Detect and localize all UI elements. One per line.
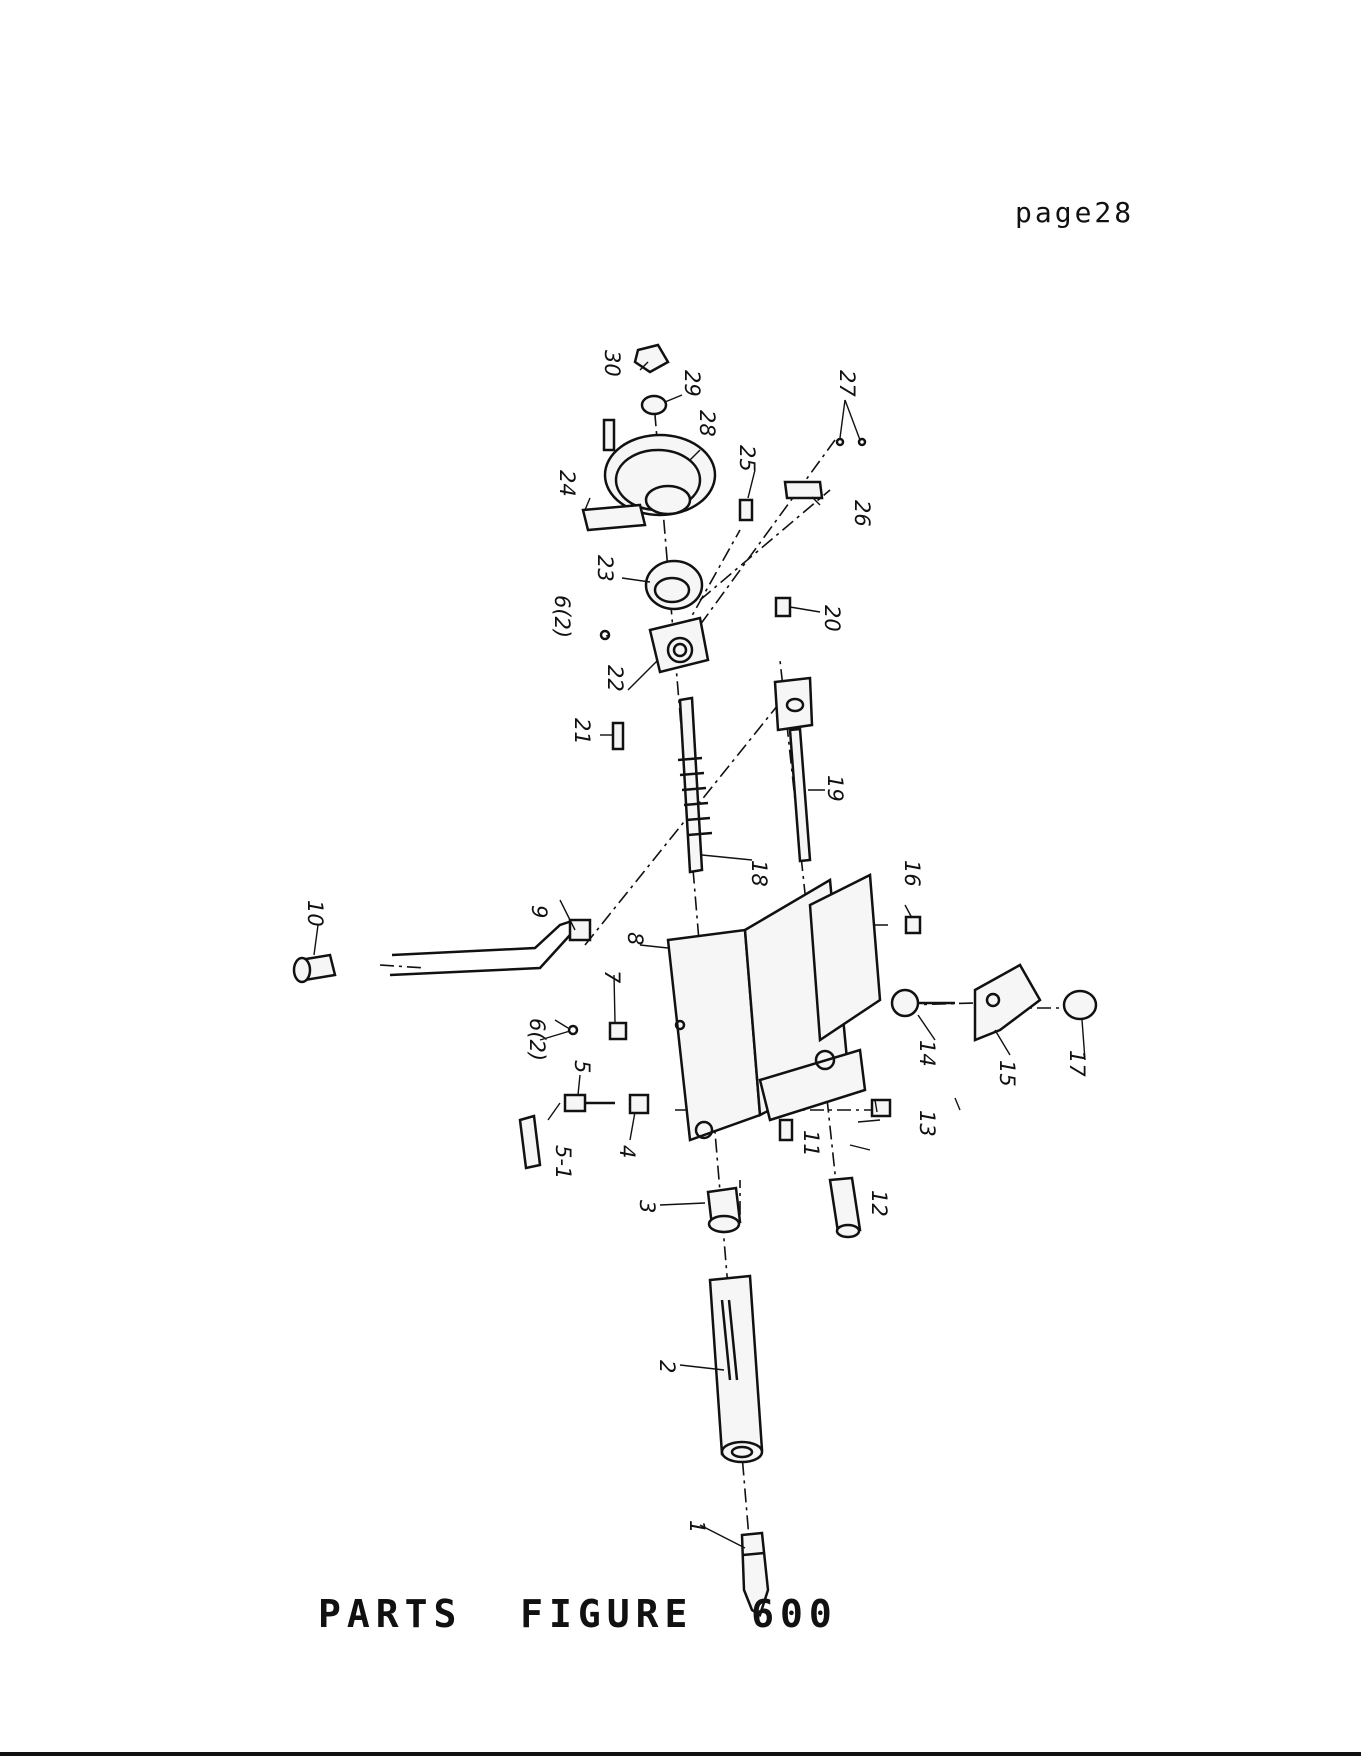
label-part-27: 27 <box>835 370 859 397</box>
part-14-15-17-clamp <box>892 965 1096 1040</box>
bottom-rule <box>0 1752 1361 1756</box>
part-9-10-lever <box>294 920 590 982</box>
label-part-5-1: 5-1 <box>551 1145 575 1179</box>
label-part-6-upper: 6(2) <box>550 595 574 638</box>
label-part-17: 17 <box>1065 1050 1089 1077</box>
label-part-26: 26 <box>850 500 874 527</box>
label-part-4: 4 <box>615 1145 639 1158</box>
label-part-12: 12 <box>867 1190 891 1217</box>
label-part-14: 14 <box>915 1040 939 1067</box>
label-part-19: 19 <box>823 775 847 802</box>
label-part-7: 7 <box>600 970 624 984</box>
part-16-screw <box>906 917 920 933</box>
label-part-30: 30 <box>600 350 624 377</box>
figure-title: PARTS FIGURE 600 <box>318 1592 838 1636</box>
label-part-21: 21 <box>570 718 594 745</box>
part-20-screw <box>776 598 790 616</box>
label-part-3: 3 <box>635 1200 659 1213</box>
part-29-30-nut-washer <box>635 345 668 414</box>
label-part-8: 8 <box>623 932 647 945</box>
part-12-pin <box>830 1178 860 1237</box>
label-part-6-lower: 6(2) <box>525 1018 549 1061</box>
label-part-29: 29 <box>680 370 704 397</box>
label-part-16: 16 <box>900 860 924 887</box>
label-part-15: 15 <box>995 1060 1019 1087</box>
part-22-bracket <box>650 618 708 672</box>
part-21-key <box>613 723 623 749</box>
label-part-23: 23 <box>593 555 617 582</box>
label-part-9: 9 <box>527 905 551 918</box>
label-part-10: 10 <box>303 900 327 927</box>
part-19-shaft <box>775 678 812 861</box>
part-8-tailstock-body <box>668 875 880 1140</box>
label-part-22: 22 <box>603 665 627 692</box>
label-part-1: 1 <box>685 1520 709 1533</box>
label-part-18: 18 <box>747 860 771 887</box>
label-part-5: 5 <box>570 1060 594 1073</box>
label-part-24: 24 <box>555 470 579 497</box>
label-part-20: 20 <box>820 605 844 632</box>
label-part-25: 25 <box>735 445 759 472</box>
part-18-screw-shaft <box>678 698 712 872</box>
label-part-2: 2 <box>655 1360 679 1373</box>
part-23-dial-ring <box>646 561 702 609</box>
label-part-11: 11 <box>799 1130 823 1157</box>
label-part-13: 13 <box>915 1110 939 1137</box>
label-part-28: 28 <box>695 410 719 437</box>
part-3-nut <box>708 1188 740 1232</box>
